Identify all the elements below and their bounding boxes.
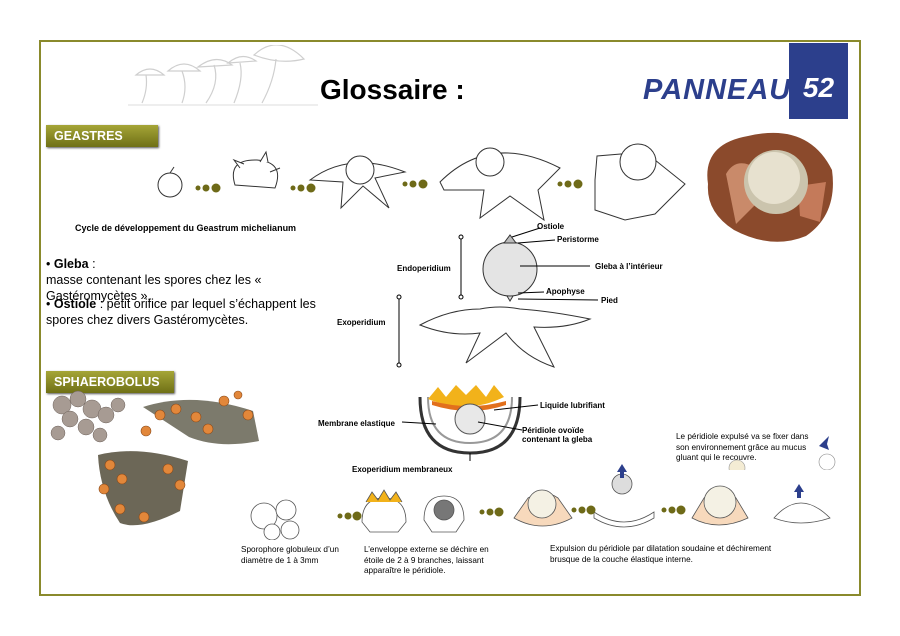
page-title: Glossaire : [320,74,465,105]
label-gleba-interieur: Gleba à l’intérieur [595,262,663,271]
sphaerobolus-photo [50,390,259,526]
caption-expulsion: Expulsion du péridiole par dilatation so… [550,544,772,564]
geastrum-cycle-illustration [157,143,686,222]
definition-ostiole: • Ostiole : petit orifice par lequel s’é… [46,297,316,327]
caption-fixation: Le péridiole expulsé va se fixer dans so… [676,432,809,462]
cycle-caption: Cycle de développement du Geastrum miche… [75,223,297,233]
sphaerobolus-cycle-illustration [250,464,831,540]
geastrum-anatomy-diagram [396,227,599,368]
label-membrane: Membrane elastique [318,419,395,428]
panneau-label: PANNEAU [643,74,792,106]
label-leader-lines [401,404,539,431]
caption-enveloppe: L’enveloppe externe se déchire en étoile… [364,545,489,575]
label-liquide: Liquide lubrifiant [540,401,605,410]
label-endoperidium: Endoperidium [397,264,451,273]
label-peristome: Peristorme [557,235,599,244]
peridiole-fixation-illustration [728,436,836,470]
definition-gleba: • Gleba : masse contenant les spores che… [46,257,262,303]
label-exoperidium-membraneux: Exoperidium membraneux [352,465,453,474]
definition-term: Gleba [53,257,89,271]
definition-text: petit orifice par lequel s’échappent les… [46,297,316,327]
label-apophyse: Apophyse [546,287,585,296]
mushroom-sketch-icon [128,45,318,106]
section-badge-geastres: GEASTRES [46,125,158,147]
caption-sporophore: Sporophore globuleux d’un diamètre de 1 … [241,545,339,565]
definition-term: Ostiole [53,297,97,311]
label-pied: Pied [601,296,618,305]
panneau-number-box [789,43,848,119]
sphaerobolus-section-diagram [418,385,522,461]
label-ostiole: Ostiole [537,222,565,231]
panneau-number: 52 [802,72,835,103]
geastrum-photo [707,132,833,242]
page-frame [39,40,861,596]
definition-text: masse contenant les spores chez les « Ga… [46,273,262,303]
label-peridiole: Péridiole ovoïde contenant la gleba [522,426,593,444]
label-exoperidium: Exoperidium [337,318,386,327]
section-badge-sphaerobolus: SPHAEROBOLUS [46,371,174,393]
